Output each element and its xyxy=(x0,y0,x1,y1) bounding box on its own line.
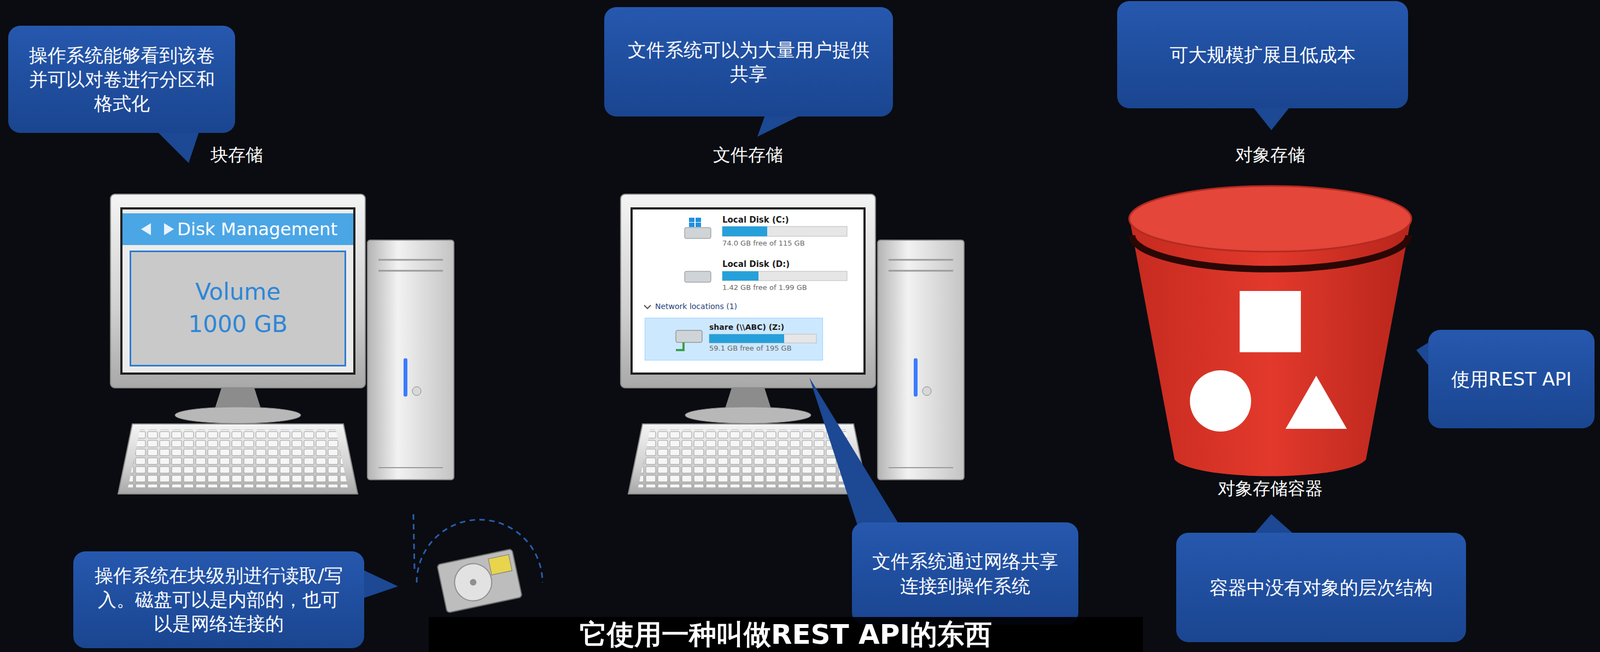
screen xyxy=(632,209,864,373)
node-text: 操作系统能够看到该卷并可以对卷进行分区和格式化 xyxy=(24,43,219,116)
usage-fill xyxy=(722,226,768,237)
callout-bubble: 使用REST API xyxy=(1428,329,1595,429)
drive-icon xyxy=(684,217,711,239)
expand-caret xyxy=(644,305,651,309)
group-header: Network locations (1) xyxy=(655,301,738,311)
node-text: 文件系统通过网络共享连接到操作系统 xyxy=(868,549,1062,598)
section-title: 文件存储 xyxy=(713,143,784,168)
drive-icon xyxy=(684,271,711,283)
volume-box: Volume 1000 GB xyxy=(129,250,347,367)
callout-bubble: 操作系统能够看到该卷并可以对卷进行分区和格式化 xyxy=(8,25,236,133)
callout-bubble: 可大规模扩展且低成本 xyxy=(1117,1,1409,109)
node-text: 容器中没有对象的层次结构 xyxy=(1209,575,1433,600)
network-drive-icon xyxy=(675,330,703,350)
window-title-bar: Disk Management xyxy=(122,213,354,245)
node-text: share (\\ABC) (Z:) xyxy=(709,322,823,332)
node-text: 文件系统可以为大量用户提供共享 xyxy=(620,37,877,86)
subtitle: 它使用一种叫做REST API的东西 xyxy=(428,616,1143,652)
callout-tail xyxy=(155,106,1434,599)
network-drive-row: share (\\ABC) (Z:) 59.1 GB free of 195 GB xyxy=(644,317,823,361)
drive-space: 1.42 GB free of 1.99 GB xyxy=(722,283,808,292)
dashed-leader xyxy=(413,514,415,569)
node-subtext: 59.1 GB free of 195 GB xyxy=(709,343,823,353)
callout-bubble: 容器中没有对象的层次结构 xyxy=(1176,532,1467,642)
container-label: 对象存储容器 xyxy=(1217,476,1323,501)
selection-highlight xyxy=(644,317,823,361)
forward-arrow xyxy=(164,223,174,236)
node-text: 可大规模扩展且低成本 xyxy=(1169,42,1356,67)
node-text: Disk Management xyxy=(177,213,354,245)
node-text: Volume 1000 GB xyxy=(177,276,299,341)
back-arrow xyxy=(141,223,151,236)
bucket xyxy=(1129,185,1412,477)
node-text: 操作系统在块级别进行读取/写入。磁盘可以是内部的，也可以是网络连接的 xyxy=(89,563,348,636)
callout-bubble: 操作系统在块级别进行读取/写入。磁盘可以是内部的，也可以是网络连接的 xyxy=(73,551,365,648)
section-title: 块存储 xyxy=(210,143,264,168)
usage-bar xyxy=(722,226,848,237)
drive-space: 74.0 GB free of 115 GB xyxy=(722,238,805,248)
drive-name: Local Disk (D:) xyxy=(722,259,790,270)
usage-bar xyxy=(709,334,817,343)
drive-name: Local Disk (C:) xyxy=(722,214,790,225)
title-bar xyxy=(122,213,354,245)
usage-fill xyxy=(722,271,759,281)
node-text: 使用REST API xyxy=(1451,366,1572,391)
usage-fill xyxy=(709,334,785,343)
callout-bubble: 文件系统通过网络共享连接到操作系统 xyxy=(851,522,1079,625)
computer xyxy=(620,194,965,494)
section-title: 对象存储 xyxy=(1235,143,1306,168)
usage-bar xyxy=(722,271,848,281)
hard-disk xyxy=(436,548,523,613)
computer xyxy=(110,194,454,494)
callout-bubble: 文件系统可以为大量用户提供共享 xyxy=(604,7,893,117)
screen xyxy=(122,209,354,373)
